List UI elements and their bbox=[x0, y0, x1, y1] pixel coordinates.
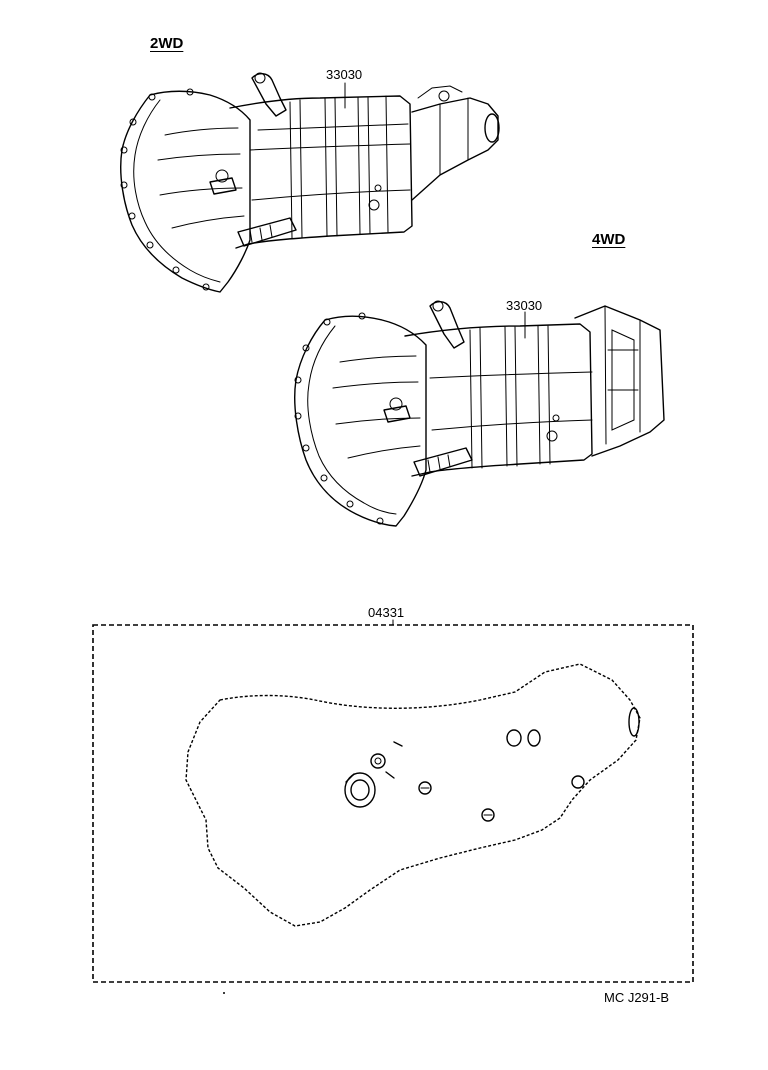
transmission-4wd-drawing bbox=[294, 300, 665, 527]
part-number-gasket-kit: 04331 bbox=[368, 605, 405, 620]
gasket-kit-drawing bbox=[185, 663, 641, 927]
transmission-2wd-drawing bbox=[120, 72, 500, 293]
figure-code: MC J291-B bbox=[604, 990, 670, 1005]
heading-2wd: 2WD bbox=[150, 35, 184, 52]
part-number-4wd: 33030 bbox=[506, 298, 543, 313]
stray-dot bbox=[223, 992, 225, 994]
gasket-kit-box bbox=[92, 619, 694, 983]
part-number-2wd: 33030 bbox=[326, 67, 363, 82]
heading-4wd: 4WD bbox=[592, 231, 626, 248]
